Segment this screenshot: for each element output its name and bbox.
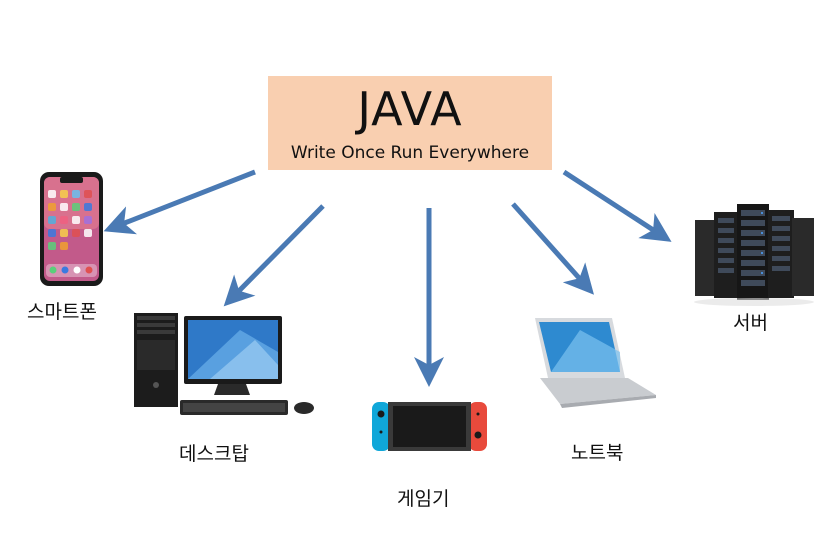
smartphone-icon: [40, 172, 103, 286]
java-title: JAVA: [357, 82, 463, 136]
label-server: 서버: [733, 312, 768, 334]
arrow-to-desktop: [223, 204, 325, 307]
label-desktop: 데스크탑: [179, 443, 249, 465]
java-subtitle: Write Once Run Everywhere: [290, 143, 530, 163]
arrow-to-server: [562, 169, 672, 242]
label-laptop: 노트북: [571, 442, 624, 464]
server-icon: [694, 204, 814, 306]
label-game-console: 게임기: [397, 488, 450, 510]
label-smartphone: 스마트폰: [27, 301, 97, 323]
desktop-icon: [134, 313, 314, 415]
game-console-icon: [372, 402, 487, 451]
java-center-box: JAVA Write Once Run Everywhere: [268, 76, 552, 170]
arrow-to-smartphone: [103, 169, 256, 235]
arrow-to-laptop: [511, 202, 594, 295]
laptop-icon: [535, 318, 656, 408]
